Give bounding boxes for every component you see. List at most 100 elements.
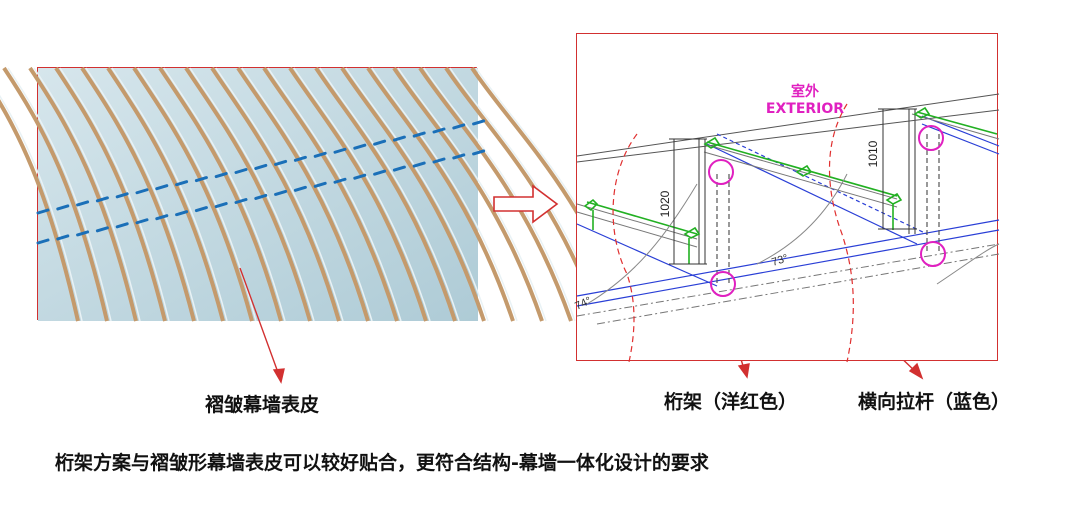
skin-dash: [135, 218, 149, 225]
skin-dash: [234, 198, 248, 204]
skin-dash: [373, 169, 387, 176]
skin-dash: [155, 184, 169, 191]
skin-fin-highlight: [189, 67, 315, 322]
skin-fin: [418, 66, 573, 322]
skin-fin: [132, 66, 254, 322]
skin-fin: [184, 66, 312, 322]
label-pleated-skin: 褶皱幕墙表皮: [205, 394, 320, 416]
skin-fin: [236, 66, 370, 322]
structure-grey-lines: [576, 113, 1000, 325]
skin-fin: [28, 66, 138, 322]
skin-dash: [135, 188, 149, 195]
skin-fin: [80, 66, 196, 322]
dimension-left: 1020: [658, 190, 672, 217]
skin-dash: [115, 192, 129, 199]
pleated-skin-render: [0, 66, 634, 322]
skin-fin: [288, 66, 428, 322]
skin-leader-arrowhead: [272, 368, 285, 384]
exterior-label-cn: 室外: [791, 84, 819, 100]
exterior-label-en: EXTERIOR: [765, 101, 845, 117]
skin-dash: [234, 168, 248, 174]
skin-fin-highlight: [319, 67, 460, 322]
pleated-skin-svg: [0, 66, 634, 322]
skin-fin-highlight: [85, 67, 199, 322]
skin-dash: [214, 172, 228, 179]
red-dashed-curves: [612, 103, 854, 363]
truss-nodes-magenta: [708, 125, 946, 297]
skin-fin: [0, 99, 80, 322]
skin-fin-highlight: [111, 67, 228, 322]
truss-node: [710, 271, 736, 297]
skin-dash: [313, 151, 327, 158]
skin-dash: [452, 153, 466, 160]
skin-fin-highlight: [397, 67, 547, 322]
skin-fin: [340, 66, 486, 322]
skin-dash: [56, 204, 70, 211]
skin-fin: [210, 66, 341, 322]
skin-dash: [36, 208, 50, 215]
skin-dash: [155, 214, 169, 221]
skin-dash: [353, 143, 367, 150]
skin-dash: [194, 176, 208, 183]
skin-fin-highlight: [59, 67, 170, 322]
skin-fins: [0, 66, 634, 322]
angle-label-73: 73°: [770, 252, 790, 269]
skin-fin: [54, 66, 167, 322]
vertical-posts: [698, 109, 940, 284]
skin-dash-marks: [36, 119, 486, 245]
skin-dash: [95, 196, 109, 203]
tie-leader-arrowhead: [908, 362, 924, 380]
truss-leader-arrowhead: [737, 363, 750, 379]
skin-dash: [472, 119, 486, 126]
skin-dash: [254, 193, 268, 200]
truss-node: [918, 125, 944, 151]
skin-dash: [293, 155, 307, 162]
angle-label-74: 74°: [573, 295, 593, 313]
skin-dash: [175, 210, 189, 217]
skin-dash: [274, 189, 288, 196]
dimension-right: 1010: [866, 140, 880, 167]
caption: 桁架方案与褶皱形幕墙表皮可以较好贴合，更符合结构-幕墙一体化设计的要求: [55, 452, 709, 474]
skin-dash: [56, 234, 70, 241]
skin-dash: [293, 185, 307, 192]
skin-dash: [373, 139, 387, 146]
skin-dash: [214, 202, 228, 209]
skin-fin: [392, 66, 544, 322]
skin-fin-highlight: [33, 67, 141, 322]
skin-fin-highlight: [7, 67, 112, 322]
skin-dash: [194, 206, 208, 213]
truss-node: [920, 241, 946, 267]
skin-dash: [353, 173, 367, 180]
skin-dash: [412, 161, 426, 168]
skin-fin: [2, 66, 109, 322]
exterior-label: 室外 EXTERIOR: [745, 84, 865, 118]
skin-fin: [262, 66, 399, 322]
skin-dash: [313, 181, 327, 188]
skin-dash: [452, 123, 466, 130]
skin-dash: [432, 157, 446, 164]
skin-dash: [95, 226, 109, 233]
skin-dash: [432, 127, 446, 134]
skin-fin-highlight: [293, 67, 431, 322]
label-tie-rod: 横向拉杆（蓝色）: [858, 391, 1011, 413]
skin-dash: [412, 131, 426, 138]
skin-fin: [314, 66, 457, 322]
skin-dash: [274, 159, 288, 166]
skin-dash: [115, 222, 129, 229]
skin-dash: [36, 238, 50, 245]
skin-fin-highlight: [0, 94, 83, 322]
skin-dash: [254, 163, 268, 170]
skin-dash: [333, 147, 347, 154]
skin-dash: [333, 177, 347, 184]
skin-dash: [392, 135, 406, 142]
angle-arcs: [586, 173, 1000, 305]
skin-fin-highlight: [267, 67, 402, 322]
truss-node: [708, 159, 734, 185]
skin-fin-highlight: [423, 67, 576, 322]
dimension-lines: [669, 108, 917, 265]
label-truss: 桁架（洋红色）: [664, 391, 798, 413]
skin-dash: [76, 230, 90, 237]
skin-dash: [175, 180, 189, 187]
truss-section-drawing: 1020 1010 73° 74° 室外 EXTERIOR: [573, 33, 1000, 363]
skin-fin-highlight: [241, 67, 373, 322]
